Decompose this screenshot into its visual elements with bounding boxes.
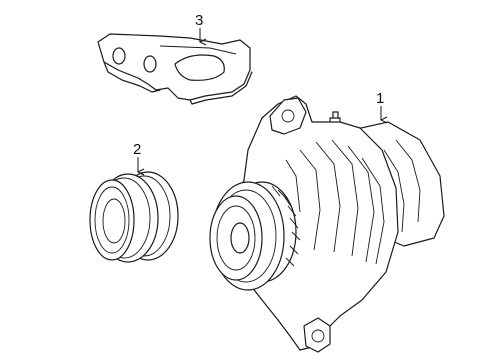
svg-text:3: 3 [195,12,203,29]
pulley-part [89,171,179,263]
callout-2: 2 [133,141,141,172]
callout-1: 1 [376,90,384,120]
callout-3: 3 [195,12,203,42]
svg-text:2: 2 [133,141,141,158]
bracket-part [97,33,253,105]
svg-text:1: 1 [376,90,384,107]
alternator-part [209,95,445,353]
